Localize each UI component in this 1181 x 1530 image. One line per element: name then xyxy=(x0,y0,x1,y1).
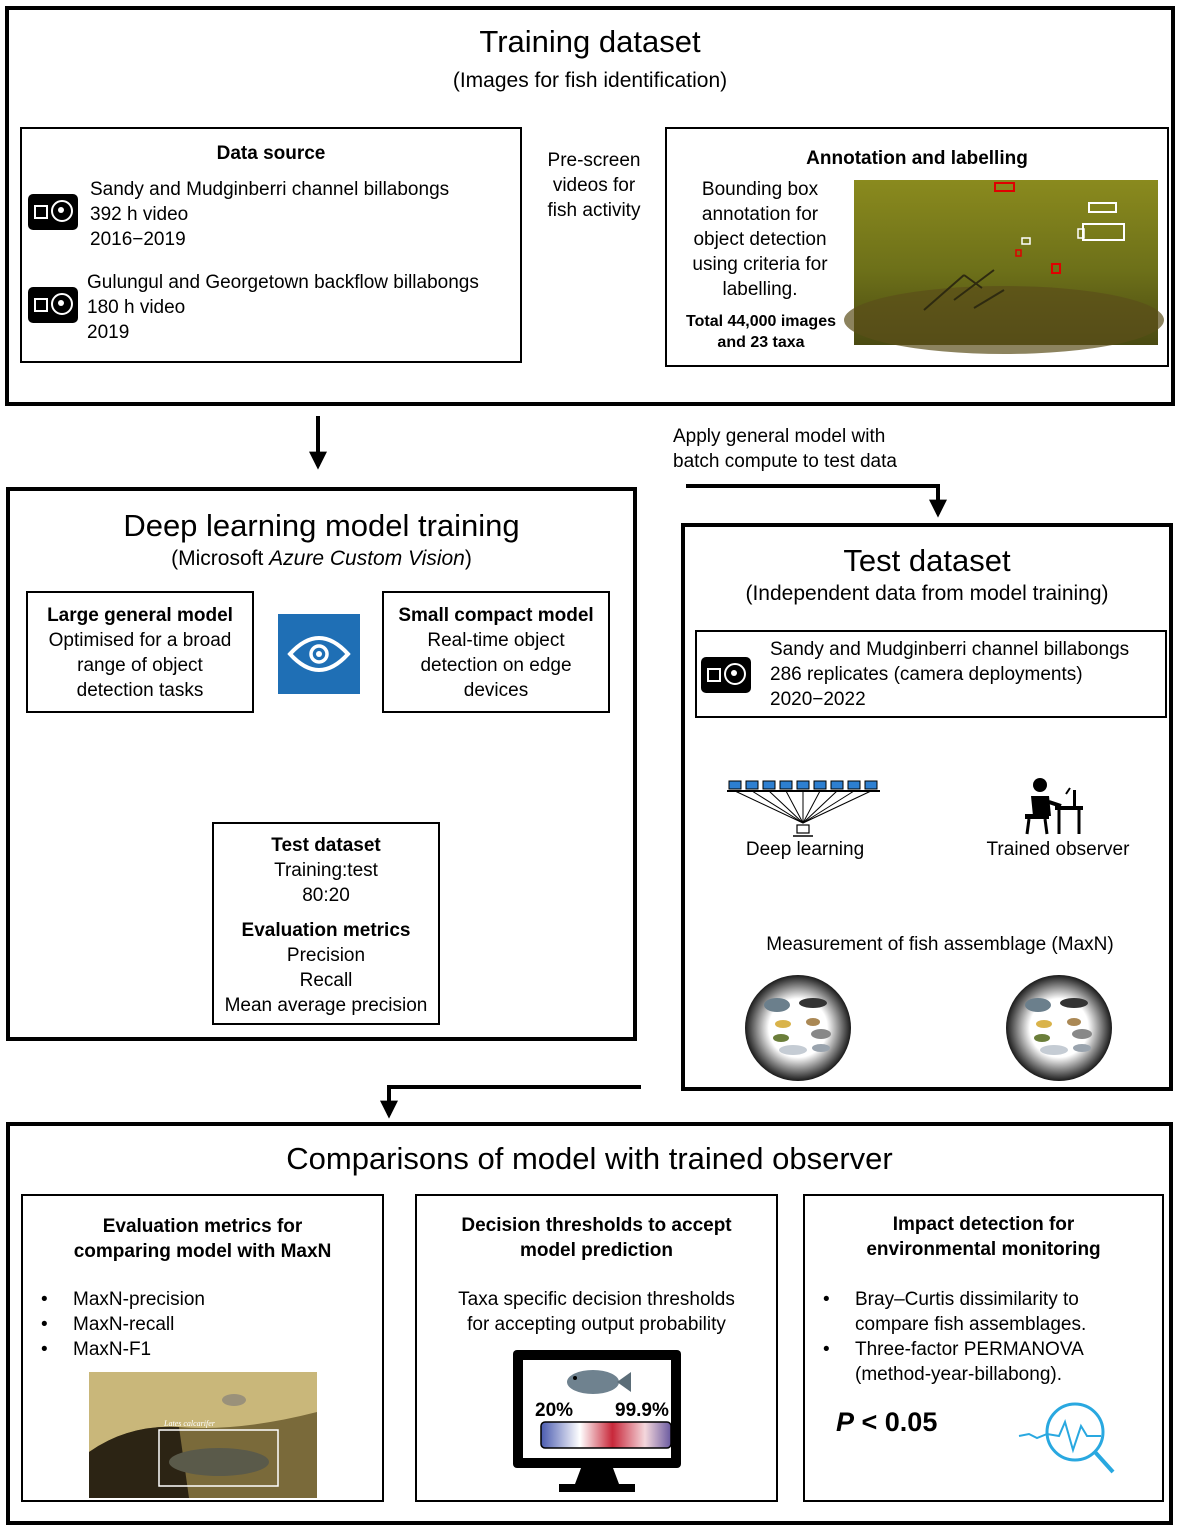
training-subtitle: (Images for fish identification) xyxy=(452,69,728,92)
test-title: Test dataset xyxy=(843,543,1011,578)
test-source-text: Sandy and Mudginberri channel billabongs… xyxy=(770,639,1130,710)
box3-list: Bray–Curtis dissimilarity to compare fis… xyxy=(805,1287,1160,1387)
small-text: Real-time object detection on edge devic… xyxy=(420,630,572,701)
comparisons-panel: Comparisons of model with trained observ… xyxy=(6,1122,1173,1525)
eval-metrics-list: Precision Recall Mean average precision xyxy=(224,945,428,1016)
photo-bbox-label: Lates calcarifer xyxy=(163,1419,216,1428)
azure-eye-icon xyxy=(278,614,360,694)
small-model-box: Small compact model Real-time object det… xyxy=(382,591,610,713)
red-bbox xyxy=(994,182,1015,192)
arrow-apply-to-test xyxy=(686,484,947,518)
deep-learning-panel: Deep learning model training (Microsoft … xyxy=(6,487,637,1041)
data-source-2: Gulungul and Georgetown backflow billabo… xyxy=(87,272,479,343)
data-source-heading: Data source xyxy=(216,143,326,164)
comparisons-title: Comparisons of model with trained observ… xyxy=(286,1141,893,1176)
observer-desk-icon xyxy=(1025,778,1083,835)
camera-icon xyxy=(28,194,78,230)
training-title: Training dataset xyxy=(479,24,701,59)
deep-title: Deep learning model training xyxy=(123,508,520,543)
eval-heading: Evaluation metrics xyxy=(241,920,411,941)
deep-subtitle: (Microsoft Azure Custom Vision) xyxy=(171,547,472,570)
test-subtitle: (Independent data from model training) xyxy=(745,582,1109,605)
measurement-label: Measurement of fish assemblage (MaxN) xyxy=(766,934,1114,955)
small-heading: Small compact model xyxy=(398,605,594,626)
p-value: P < 0.05 xyxy=(836,1407,938,1437)
underwater-annotation-photo xyxy=(844,180,1164,354)
white-bbox xyxy=(158,1429,279,1487)
prescreen-label: Pre-screen videos for fish activity xyxy=(547,150,641,221)
arrow-test-to-comparisons xyxy=(380,1085,641,1119)
white-bbox xyxy=(1082,223,1125,241)
fish-assemblage-icon xyxy=(745,975,851,1081)
neural-network-icon xyxy=(727,780,880,837)
training-dataset-panel: Training dataset (Images for fish identi… xyxy=(5,6,1175,406)
box2-heading: Decision thresholds to accept model pred… xyxy=(461,1215,732,1261)
annotation-heading: Annotation and labelling xyxy=(806,148,1028,169)
box3-heading: Impact detection for environmental monit… xyxy=(866,1214,1101,1260)
large-heading: Large general model xyxy=(47,605,233,626)
annotation-text: Bounding box annotation for object detec… xyxy=(692,179,828,300)
large-model-box: Large general model Optimised for a broa… xyxy=(26,591,254,713)
test-split-text: Training:test 80:20 xyxy=(274,860,378,906)
trained-observer-label: Trained observer xyxy=(986,839,1130,860)
test-split-heading: Test dataset xyxy=(271,835,381,856)
threshold-low: 20% xyxy=(535,1400,574,1421)
annotation-box: Annotation and labelling Bounding box an… xyxy=(665,127,1169,367)
large-text: Optimised for a broad range of object de… xyxy=(48,630,232,701)
fish-assemblage-icon xyxy=(1006,975,1112,1081)
box1-heading: Evaluation metrics for comparing model w… xyxy=(73,1216,332,1262)
box2-text: Taxa specific decision thresholds for ac… xyxy=(458,1289,735,1335)
test-dataset-panel: Test dataset (Independent data from mode… xyxy=(681,523,1173,1091)
deep-learning-label: Deep learning xyxy=(745,839,865,860)
threshold-gradient-bar xyxy=(540,1421,672,1449)
monitor-icon xyxy=(513,1350,681,1492)
annotation-total: Total 44,000 images and 23 taxa xyxy=(686,313,836,351)
evaluation-metrics-box: Evaluation metrics for comparing model w… xyxy=(21,1194,384,1502)
camera-icon xyxy=(28,287,78,323)
decision-thresholds-box: Decision thresholds to accept model pred… xyxy=(415,1194,778,1502)
barramundi-detection-photo: Lates calcarifer xyxy=(89,1372,317,1498)
test-source-box: Sandy and Mudginberri channel billabongs… xyxy=(695,630,1167,718)
magnifier-signal-icon xyxy=(1018,1402,1115,1474)
camera-icon xyxy=(701,657,751,693)
white-bbox xyxy=(1088,202,1117,213)
data-source-box: Data source Sandy and Mudginberri channe… xyxy=(20,127,522,363)
threshold-high: 99.9% xyxy=(615,1400,669,1421)
box1-metric-list: MaxN-precision MaxN-recall MaxN-F1 xyxy=(23,1287,363,1362)
impact-detection-box: Impact detection for environmental monit… xyxy=(803,1194,1164,1502)
data-source-1: Sandy and Mudginberri channel billabongs… xyxy=(90,179,450,250)
apply-note: Apply general model with batch compute t… xyxy=(673,426,897,472)
training-test-box: Test dataset Training:test 80:20 Evaluat… xyxy=(212,822,440,1025)
